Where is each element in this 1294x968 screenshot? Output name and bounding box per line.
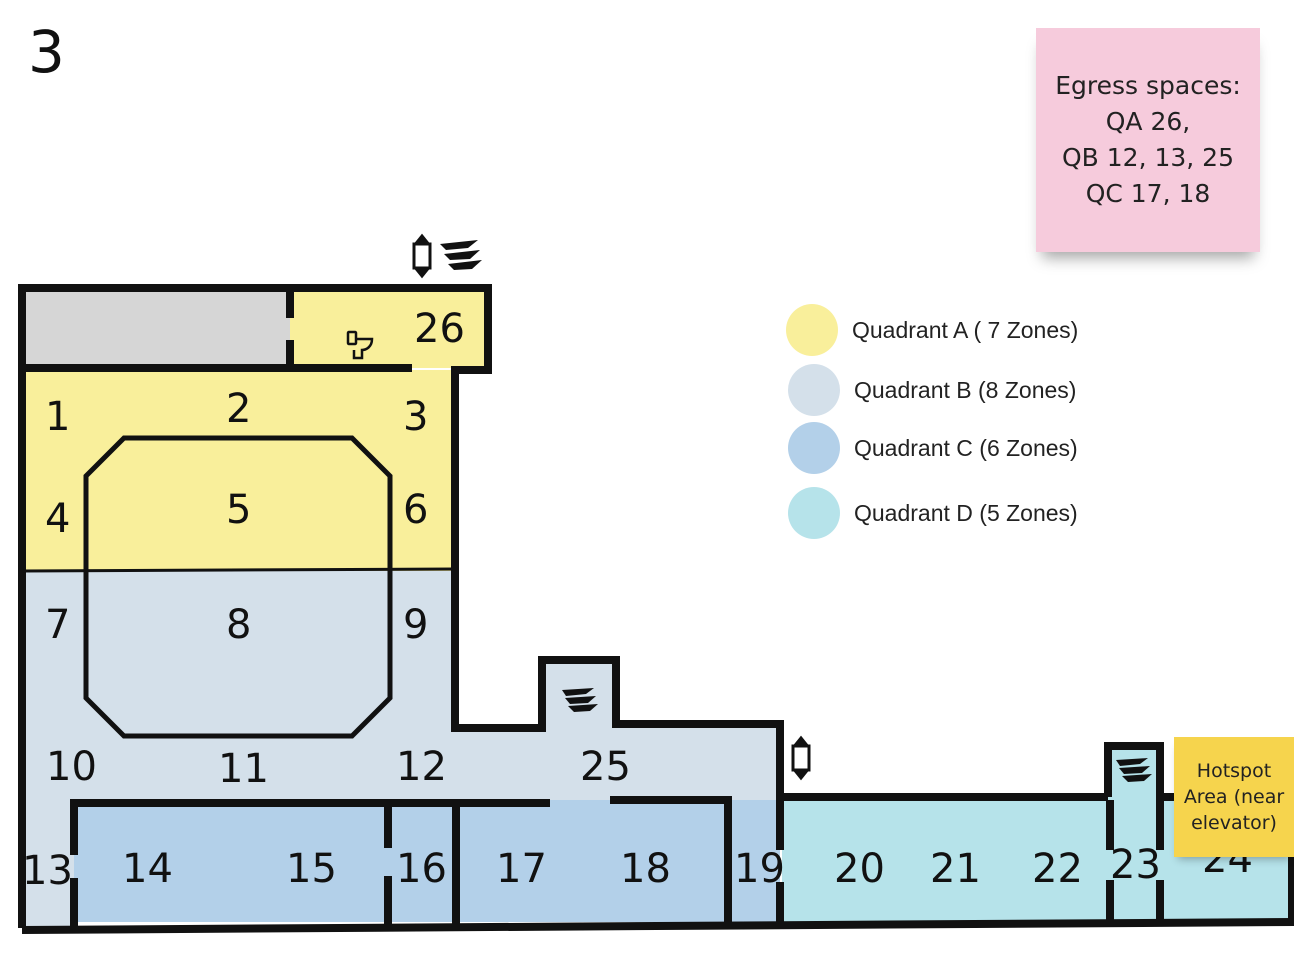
zone-label-1: 1 xyxy=(45,394,70,440)
legend-label: Quadrant A ( 7 Zones) xyxy=(852,316,1079,343)
note-line: QA 26, xyxy=(1105,107,1191,136)
note-line: QB 12, 13, 25 xyxy=(1062,143,1234,172)
zone-label-21: 21 xyxy=(930,846,981,892)
zone-label-15: 15 xyxy=(286,846,337,892)
zone-label-17: 17 xyxy=(496,846,547,892)
walls xyxy=(18,284,1294,934)
quadrant-b-fill xyxy=(22,571,782,800)
legend-item-quadrant-a: Quadrant A ( 7 Zones) xyxy=(786,304,1078,356)
legend-label: Quadrant B (8 Zones) xyxy=(854,376,1077,403)
hotspot-sticky-note: Hotspot Area (near elevator) xyxy=(1174,737,1294,857)
legend-item-quadrant-d: Quadrant D (5 Zones) xyxy=(788,487,1078,539)
legend-label: Quadrant D (5 Zones) xyxy=(854,499,1078,526)
storage-area xyxy=(22,290,290,365)
legend-swatch-c xyxy=(788,422,840,474)
zone-label-23: 23 xyxy=(1110,842,1161,888)
zone-label-10: 10 xyxy=(46,744,97,790)
zone-label-4: 4 xyxy=(45,496,70,542)
note-line: elevator) xyxy=(1191,812,1277,834)
zone-label-25: 25 xyxy=(580,744,631,790)
zone-label-7: 7 xyxy=(45,602,70,648)
zone-label-22: 22 xyxy=(1032,846,1083,892)
zone-label-26: 26 xyxy=(414,306,465,352)
toilet-icon xyxy=(346,330,374,360)
zone-label-20: 20 xyxy=(834,846,885,892)
stairs-icon xyxy=(440,240,482,270)
elevator-icon xyxy=(791,735,811,781)
zone-label-16: 16 xyxy=(396,846,447,892)
zone-label-12: 12 xyxy=(396,744,447,790)
quadrant-b-fill-13 xyxy=(22,800,74,930)
zone-label-2: 2 xyxy=(226,386,251,432)
legend-label: Quadrant C (6 Zones) xyxy=(854,434,1078,461)
zone-label-13: 13 xyxy=(22,848,73,894)
zone-label-18: 18 xyxy=(620,846,671,892)
zone-label-11: 11 xyxy=(218,746,269,792)
zone-label-14: 14 xyxy=(122,846,173,892)
note-line: Egress spaces: xyxy=(1055,71,1241,100)
note-line: Hotspot xyxy=(1196,760,1272,782)
quadrant-a-fill-top xyxy=(290,290,488,368)
legend-item-quadrant-c: Quadrant C (6 Zones) xyxy=(788,422,1078,474)
legend-swatch-d xyxy=(788,487,840,539)
stairs-icon xyxy=(562,688,598,712)
note-line: QC 17, 18 xyxy=(1085,179,1211,208)
egress-sticky-note: Egress spaces: QA 26, QB 12, 13, 25 QC 1… xyxy=(1036,28,1260,252)
legend-swatch-b xyxy=(788,364,840,416)
note-line: Area (near xyxy=(1183,786,1285,808)
zone-label-8: 8 xyxy=(226,602,251,648)
stairs-icon xyxy=(1116,758,1152,782)
zone-label-9: 9 xyxy=(403,602,428,648)
page-number: 3 xyxy=(28,18,65,86)
elevator-icon xyxy=(412,233,432,279)
zone-label-3: 3 xyxy=(403,394,428,440)
quadrant-c-fill xyxy=(74,800,780,922)
zone-label-6: 6 xyxy=(403,487,428,533)
zone-label-19: 19 xyxy=(734,846,785,892)
legend-swatch-a xyxy=(786,304,838,356)
legend-item-quadrant-b: Quadrant B (8 Zones) xyxy=(788,364,1076,416)
zone-label-5: 5 xyxy=(226,487,251,533)
